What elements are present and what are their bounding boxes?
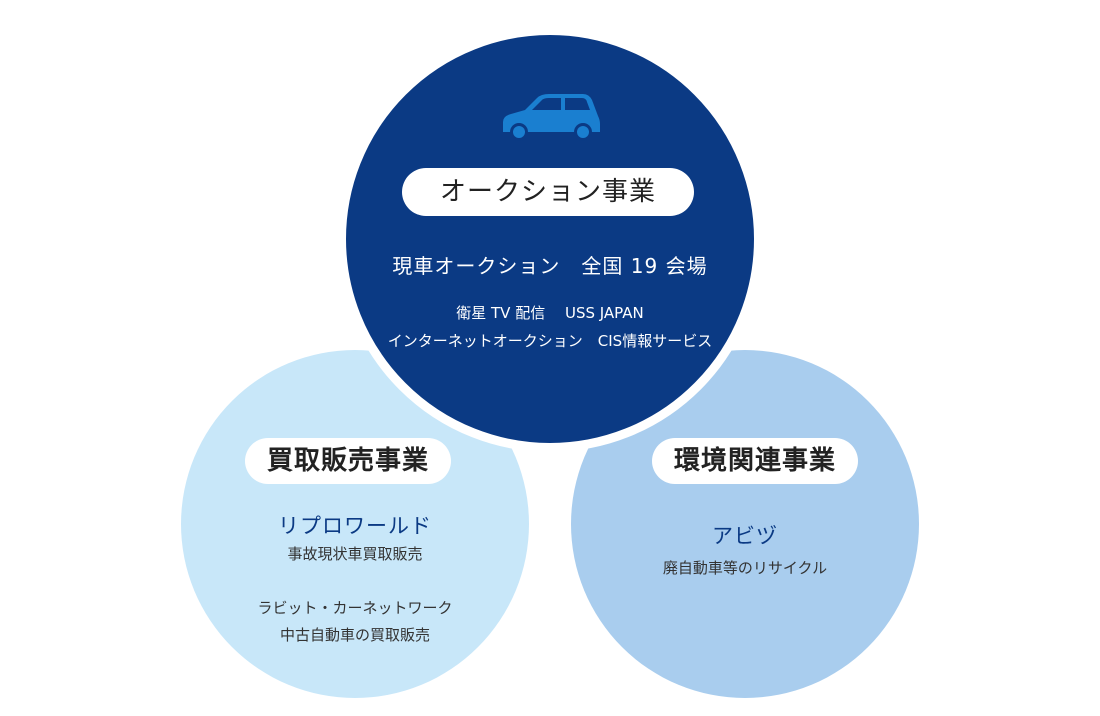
auction-title: オークション事業 bbox=[402, 168, 694, 216]
buy-sell-item2-desc: 中古自動車の買取販売 bbox=[279, 626, 430, 644]
environment-item1-desc: 廃自動車等のリサイクル bbox=[662, 559, 828, 577]
auction-circle bbox=[337, 26, 763, 452]
environment-item1-name: アビヅ bbox=[712, 524, 778, 548]
car-icon bbox=[503, 94, 600, 141]
environment-title: 環境関連事業 bbox=[652, 438, 858, 484]
auction-venues-text: 現車オークション 全国 19 会場 bbox=[392, 254, 708, 278]
buy-sell-item1-desc: 事故現状車買取販売 bbox=[287, 545, 423, 563]
buy-sell-title: 買取販売事業 bbox=[245, 438, 451, 484]
auction-internet-text: インターネットオークション CIS情報サービス bbox=[387, 332, 713, 350]
buy-sell-item2-name: ラビット・カーネットワーク bbox=[257, 599, 453, 617]
auction-satellite-text: 衛星 TV 配信 USS JAPAN bbox=[456, 304, 644, 322]
buy-sell-item1-name: リプロワールド bbox=[278, 514, 432, 538]
